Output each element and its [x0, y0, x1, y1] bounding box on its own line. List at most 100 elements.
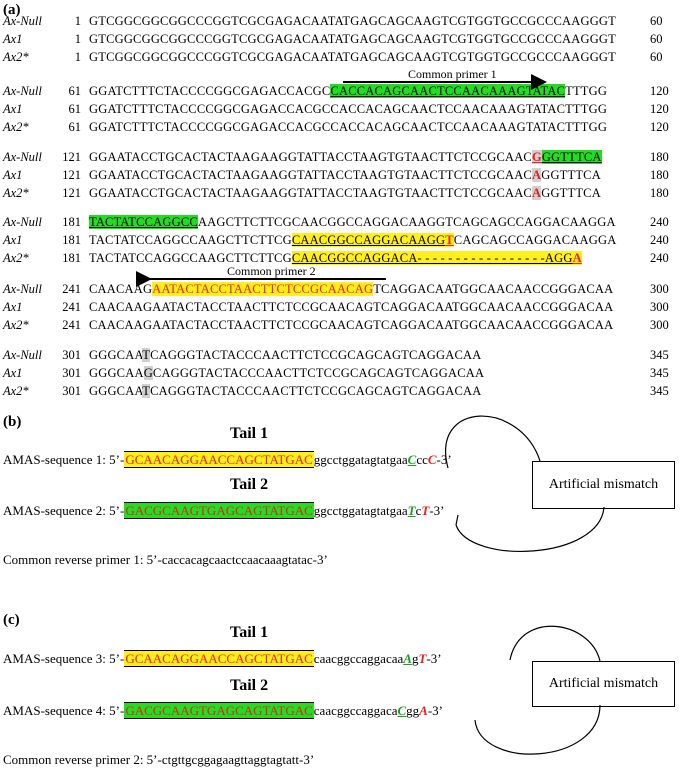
sequence-text: CAACAAGAATACTACCTAACTTCTCCGCAACAGTCAGGAC… [89, 318, 613, 333]
end-position: 180 [650, 186, 669, 200]
start-position: 1 [74, 14, 81, 28]
sequence-name: Ax2* [3, 50, 29, 64]
start-position: 121 [62, 186, 81, 200]
start-position: 121 [62, 150, 81, 164]
sequence-text: TACTATCCAGGCCAAGCTTCTTCGCAACGGCCAGGACAAG… [89, 233, 616, 248]
sequence-text: CAACAAGAATACTACCTAACTTCTCCGCAACAGTCAGGAC… [89, 282, 613, 297]
amas-sequence-4: AMAS-sequence 4: 5’-GACGCAAGTGAGCAGTATGA… [3, 702, 443, 719]
sequence-name: Ax-Null [3, 348, 42, 362]
tail2-label-b: Tail 2 [230, 476, 269, 493]
start-position: 1 [74, 32, 81, 46]
sequence-segment: GGTTTCA [541, 168, 601, 182]
sequence-text: GGATCTTTCTACCCCGGCGAGACCACGCCACCACAGCAAC… [89, 84, 607, 99]
sequence-text: GGAATACCTGCACTACTAAGAAGGTATTACCTAAGTGTAA… [89, 168, 601, 183]
sequence-segment: GTCGGCGGCGGCCCGGTCGCGAGACAATATGAGCAGCAAG… [89, 14, 616, 28]
sequence-segment: TACTATCCAGGCC [89, 215, 198, 229]
sequence-segment: CAACGGCCAGGACA- - - - - - - - - - - - - … [291, 251, 573, 265]
end-position: 60 [650, 14, 663, 28]
sequence-segment: A [531, 168, 542, 182]
end-position: 345 [650, 366, 669, 380]
sequence-text: GTCGGCGGCGGCCCGGTCGCGAGACAATATGAGCAGCAAG… [89, 32, 616, 47]
sequence-text: CAACAAGAATACTACCTAACTTCTCCGCAACAGTCAGGAC… [89, 300, 613, 315]
sequence-name: Ax1 [3, 233, 23, 247]
sequence-segment: GGAATACCTGCACTACTAAGAAGGTATTACCTAAGTGTAA… [89, 150, 532, 164]
sequence-segment: CAACGGCCAGGACAAGG [291, 233, 446, 247]
end-position: 240 [650, 251, 669, 265]
start-position: 121 [62, 168, 81, 182]
sequence-name: Ax1 [3, 366, 23, 380]
end-position: 120 [650, 120, 669, 134]
sequence-segment: G [531, 150, 542, 164]
end-position: 60 [650, 32, 663, 46]
start-position: 181 [62, 251, 81, 265]
sequence-segment: GGATCTTTCTACCCCGGCGAGACCACGCCACCACAGCAAC… [89, 120, 608, 134]
sequence-name: Ax-Null [3, 84, 42, 98]
sequence-name: Ax-Null [3, 150, 42, 164]
end-position: 240 [650, 215, 669, 229]
amas-sequence-1: AMAS-sequence 1: 5’-GCAACAGGAACCAGCTATGA… [3, 451, 452, 468]
end-position: 120 [650, 84, 669, 98]
sequence-segment: GTCGGCGGCGGCCCGGTCGCGAGACAATATGAGCAGCAAG… [89, 32, 616, 46]
sequence-text: GGAATACCTGCACTACTAAGAAGGTATTACCTAAGTGTAA… [89, 150, 602, 165]
tail1-label-c: Tail 1 [230, 624, 269, 641]
panel-a-label: (a) [3, 2, 21, 18]
sequence-segment: AATACTACCTAACTTCTCCGCAACAG [152, 282, 374, 296]
sequence-name: Ax2* [3, 384, 29, 398]
end-position: 300 [650, 300, 669, 314]
sequence-name: Ax-Null [3, 14, 42, 28]
sequence-name: Ax2* [3, 186, 29, 200]
sequence-segment: GGGCAA [89, 384, 143, 398]
sequence-segment: T [445, 233, 454, 247]
sequence-segment: GTCGGCGGCGGCCCGGTCGCGAGACAATATGAGCAGCAAG… [89, 50, 616, 64]
end-position: 180 [650, 168, 669, 182]
panel-b-label: (b) [3, 414, 22, 430]
tail2-label-c: Tail 2 [230, 677, 269, 694]
sequence-segment: CAACAAGAATACTACCTAACTTCTCCGCAACAGTCAGGAC… [89, 318, 614, 332]
end-position: 120 [650, 102, 669, 116]
tail1-label-b: Tail 1 [230, 425, 269, 442]
sequence-segment: GGGCAA [89, 366, 144, 380]
sequence-text: GGGCAATCAGGGTACTACCCAACTTCTCCGCAGCAGTCAG… [89, 348, 481, 363]
end-position: 300 [650, 282, 669, 296]
sequence-segment: CACCACAGCAACTCCAACAAAGTATAC [330, 84, 566, 98]
start-position: 301 [62, 384, 81, 398]
sequence-segment: A [572, 251, 582, 265]
mismatch-arc-c-lower [474, 704, 601, 755]
start-position: 61 [68, 120, 82, 134]
start-position: 301 [62, 348, 81, 362]
sequence-segment: GGAATACCTGCACTACTAAGAAGGTATTACCTAAGTGTAA… [89, 186, 532, 200]
sequence-segment: CAGCAGCCAGGACAAGGA [453, 233, 617, 247]
sequence-segment: TACTATCCAGGCCAAGCTTCTTCG [89, 251, 292, 265]
sequence-text: GGGCAAGCAGGGTACTACCCAACTTCTCCGCAGCAGTCAG… [89, 366, 484, 381]
sequence-segment: GGGCAA [89, 348, 143, 362]
sequence-segment: T [142, 384, 151, 398]
sequence-name: Ax-Null [3, 282, 42, 296]
sequence-text: GTCGGCGGCGGCCCGGTCGCGAGACAATATGAGCAGCAAG… [89, 14, 616, 29]
start-position: 61 [68, 102, 82, 116]
start-position: 61 [68, 84, 82, 98]
sequence-name: Ax1 [3, 102, 23, 116]
sequence-segment: CAACAAGAATACTACCTAACTTCTCCGCAACAGTCAGGAC… [89, 300, 614, 314]
end-position: 345 [650, 384, 669, 398]
mismatch-arc-b [445, 415, 541, 469]
sequence-segment: GGTTTCA [541, 186, 601, 200]
mismatch-arc-b-lower [455, 506, 605, 553]
common-primer-1-label: Common primer 1 [408, 67, 497, 81]
start-position: 1 [74, 50, 81, 64]
sequence-name: Ax2* [3, 251, 29, 265]
sequence-segment: GGAATACCTGCACTACTAAGAAGGTATTACCTAAGTGTAA… [89, 168, 532, 182]
sequence-name: Ax1 [3, 32, 23, 46]
start-position: 301 [62, 366, 81, 380]
sequence-text: GGAATACCTGCACTACTAAGAAGGTATTACCTAAGTGTAA… [89, 186, 601, 201]
sequence-segment: G [143, 366, 153, 380]
start-position: 181 [62, 233, 81, 247]
sequence-segment: CAGGGTACTACCCAACTTCTCCGCAGCAGTCAGGACAA [150, 348, 482, 362]
panel-c-label: (c) [3, 612, 20, 628]
sequence-name: Ax1 [3, 168, 23, 182]
sequence-name: Ax2* [3, 120, 29, 134]
sequence-segment: CAGGGTACTACCCAACTTCTCCGCAGCAGTCAGGACAA [152, 366, 485, 380]
start-position: 241 [62, 300, 81, 314]
sequence-segment: GGATCTTTCTACCCCGGCGAGACCACGCCACCACAGCAAC… [89, 102, 608, 116]
end-position: 60 [650, 50, 663, 64]
